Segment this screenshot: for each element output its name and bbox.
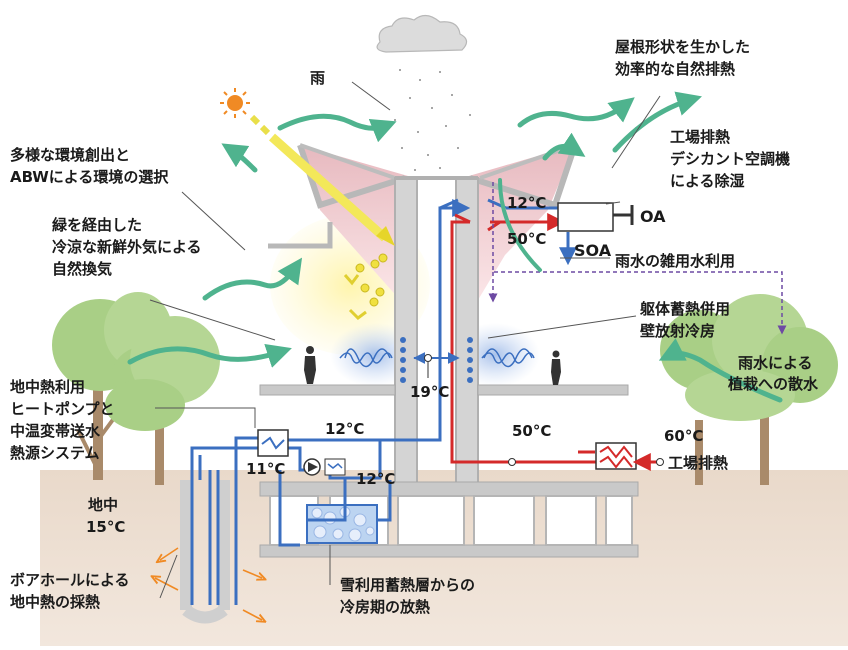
ground-heat-arrows: [155, 547, 262, 620]
label-underground: 地中: [88, 496, 118, 514]
person-right: [551, 350, 561, 385]
floor-slab-upper-left: [259, 384, 396, 396]
rain-drops: [394, 69, 471, 171]
rainwater-drain: [488, 182, 787, 335]
heat-exchanger-mid: [324, 458, 346, 476]
label-temp-50-top: 50°C: [507, 230, 546, 248]
label-snow-storage-2: 冷房期の放熱: [340, 598, 430, 616]
label-factory-heat-3: による除湿: [670, 172, 745, 190]
canopy-left: [268, 222, 333, 249]
label-temp-12-low: 12°C: [356, 470, 395, 488]
core-left-wall: [394, 177, 418, 491]
label-temp-19: 19°C: [410, 383, 449, 401]
cold-water-loop: [190, 198, 577, 547]
wind-flows: [127, 91, 783, 403]
label-fresh-air-1: 緑を経由した: [52, 216, 142, 234]
label-borehole-2: 地中熱の採熱: [10, 593, 100, 611]
label-oa: OA: [640, 207, 666, 226]
label-rain-sprinkle-2: 植栽への散水: [728, 375, 819, 393]
label-snow-storage-1: 雪利用蓄熱層からの: [340, 576, 475, 594]
radiant-waves: [339, 348, 535, 368]
label-soa: SOA: [574, 241, 612, 260]
label-temp-12-mid: 12°C: [325, 420, 364, 438]
label-rainwater-use: 雨水の雑用水利用: [615, 252, 735, 270]
core-right-wall: [455, 177, 479, 491]
leader-lines: [149, 81, 661, 599]
snow-storage-tank: [306, 504, 378, 544]
desiccant-unit: [557, 202, 634, 232]
pump-icon: [303, 458, 321, 476]
label-temp-15: 15°C: [86, 518, 125, 536]
basement-floor: [259, 544, 639, 558]
floor-slab-ground: [259, 481, 639, 497]
label-fresh-air-2: 冷涼な新鮮外気による: [52, 238, 202, 256]
heat-pump-unit: [257, 429, 289, 457]
person-left: [304, 346, 316, 384]
label-temp-11: 11°C: [246, 460, 285, 478]
label-radiant-cooling-1: 躯体蓄熱併用: [639, 300, 730, 318]
label-geothermal-2: ヒートポンプと: [10, 400, 115, 418]
label-factory-heat-2: デシカント空調機: [670, 150, 790, 168]
label-rain-sprinkle-1: 雨水による: [738, 354, 813, 372]
label-geothermal-3: 中温変帯送水: [10, 422, 101, 440]
cloud-icon: [376, 14, 468, 53]
heat-exchanger-right: [595, 442, 637, 470]
sun-icon: [220, 88, 250, 118]
label-factory-heat-1: 工場排熱: [670, 128, 730, 146]
tree-left: [52, 292, 220, 485]
label-temp-60: 60°C: [664, 427, 703, 445]
label-roof-shape-2: 効率的な自然排熱: [615, 60, 735, 78]
label-borehole-1: ボアホールによる: [10, 571, 130, 589]
label-diverse-env-1: 多様な環境創出と: [10, 146, 130, 164]
tree-right: [660, 294, 838, 485]
label-factory-exhaust: 工場排熱: [668, 454, 728, 472]
borehole-pipes: [180, 455, 238, 624]
label-geothermal-1: 地中熱利用: [10, 378, 85, 396]
radiant-panels: [400, 337, 473, 383]
light-particles: [343, 253, 388, 320]
floor-slab-upper-right: [477, 384, 629, 396]
label-fresh-air-3: 自然換気: [52, 260, 112, 278]
label-roof-shape-1: 屋根形状を生かした: [615, 38, 750, 56]
label-radiant-cooling-2: 壁放射冷房: [640, 322, 715, 340]
sun-ray: [249, 114, 395, 246]
label-temp-12-top: 12°C: [507, 194, 546, 212]
label-temp-50-mid: 50°C: [512, 422, 551, 440]
label-diverse-env-2: ABWによる環境の選択: [10, 168, 169, 186]
label-geothermal-4: 熱源システム: [10, 444, 100, 462]
label-rain: 雨: [310, 69, 325, 87]
